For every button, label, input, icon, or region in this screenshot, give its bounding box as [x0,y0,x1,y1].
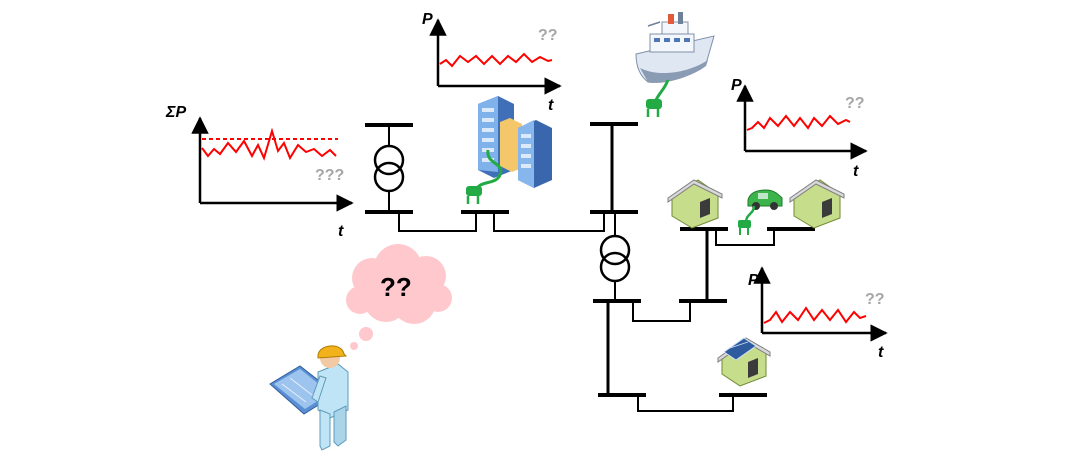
house-icon [667,179,723,229]
plug-icon [738,205,756,235]
chart-total-power: ΣP t ??? [165,104,354,240]
feeder-line [632,301,691,322]
transformer-icon [599,234,631,283]
x-axis-label: t [548,97,554,114]
feeder-line [637,395,734,412]
x-axis-label: t [853,163,859,180]
series-line [201,127,337,161]
series-line [439,52,553,68]
y-axis-label: P [748,272,759,289]
y-axis-label: P [422,11,433,28]
feeder-line [493,212,605,232]
x-axis-label: t [878,344,884,361]
electric-car-icon [747,189,783,210]
plug-icon [646,79,670,117]
unknown-marker: ?? [865,291,885,308]
feeder-line [715,229,775,246]
x-axis-label: t [338,223,344,240]
datacenter-icon [478,96,552,188]
chart-datacenter-power: P t ?? [422,11,562,114]
series-line [763,306,867,324]
y-axis-label: ΣP [165,104,186,121]
series-line [746,114,851,131]
chart-solar-house-power: P t ?? [748,266,888,361]
y-axis-label: P [731,77,742,94]
unknown-marker: ??? [315,167,344,184]
unknown-marker: ?? [538,27,558,44]
thought-text: ?? [380,272,412,302]
thought-bubble-icon [346,244,452,350]
solar-house-icon [717,337,771,387]
chart-ship-power: P t ?? [731,77,868,180]
feeder-line [398,212,477,232]
plug-icon [466,149,503,204]
ship-icon [635,12,715,83]
grid-network [365,122,815,412]
engineer-icon [269,345,349,451]
house-icon [789,179,845,229]
unknown-marker: ?? [845,95,865,112]
transformer-icon [373,144,405,193]
